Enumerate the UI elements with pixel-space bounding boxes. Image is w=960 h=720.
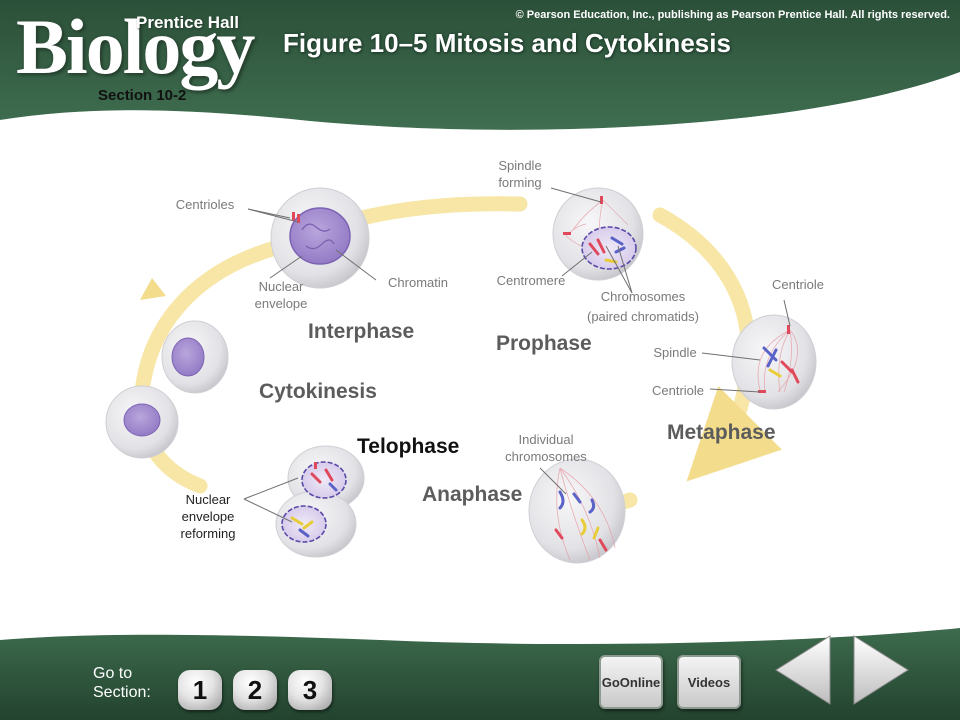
right-arrow-icon: [853, 635, 909, 705]
label-centromere: Centromere: [496, 273, 566, 288]
go-online-button[interactable]: GoOnline: [599, 655, 663, 709]
phase-metaphase: Metaphase: [667, 421, 776, 444]
label-chromosomes: Chromosomes: [600, 289, 686, 304]
label-nuclear-envelope-reforming: Nuclear envelope reforming: [180, 492, 236, 541]
label-spindle-forming: Spindle forming: [498, 158, 542, 190]
videos-button[interactable]: Videos: [677, 655, 741, 709]
anaphase-cell: [528, 458, 626, 564]
label-chromatin: Chromatin: [388, 275, 448, 290]
slide-title: Figure 10–5 Mitosis and Cytokinesis: [283, 28, 731, 58]
leader-lines: [243, 187, 791, 523]
header-band: [0, 0, 960, 130]
label-paired-chromatids: (paired chromatids): [587, 309, 699, 324]
telophase-cell: [275, 445, 365, 558]
section-2-button[interactable]: 2: [233, 670, 277, 710]
phase-anaphase: Anaphase: [422, 483, 523, 506]
biology-logo: Biology: [16, 3, 255, 90]
left-arrow-icon: [775, 635, 831, 705]
section-3-button[interactable]: 3: [288, 670, 332, 710]
goto-section-label: Go to Section:: [93, 665, 151, 702]
cytokinesis-cell-upper: [161, 320, 229, 394]
label-centrioles: Centrioles: [175, 197, 235, 212]
section-label: Section 10-2: [98, 87, 187, 104]
section-1-button[interactable]: 1: [178, 670, 222, 710]
copyright-notice: © Pearson Education, Inc., publishing as…: [515, 9, 950, 21]
phase-telophase: Telophase: [357, 435, 460, 458]
interphase-cell: [270, 187, 370, 289]
previous-slide-button[interactable]: [774, 634, 832, 706]
cytokinesis-cell-lower: [105, 385, 179, 459]
label-nuclear-envelope: Nuclear envelope: [254, 279, 308, 311]
label-centriole-top: Centriole: [771, 277, 825, 292]
label-individual-chromosomes: Individual chromosomes: [505, 432, 587, 464]
label-centriole-bottom: Centriole: [651, 383, 705, 398]
next-slide-button[interactable]: [852, 634, 910, 706]
phase-cytokinesis: Cytokinesis: [259, 380, 377, 403]
prophase-cell: [552, 187, 644, 281]
metaphase-cell: [731, 314, 817, 410]
publisher-logo: Prentice Hall: [136, 13, 239, 32]
phase-interphase: Interphase: [308, 320, 415, 343]
phase-prophase: Prophase: [496, 332, 592, 355]
label-spindle: Spindle: [653, 345, 697, 360]
